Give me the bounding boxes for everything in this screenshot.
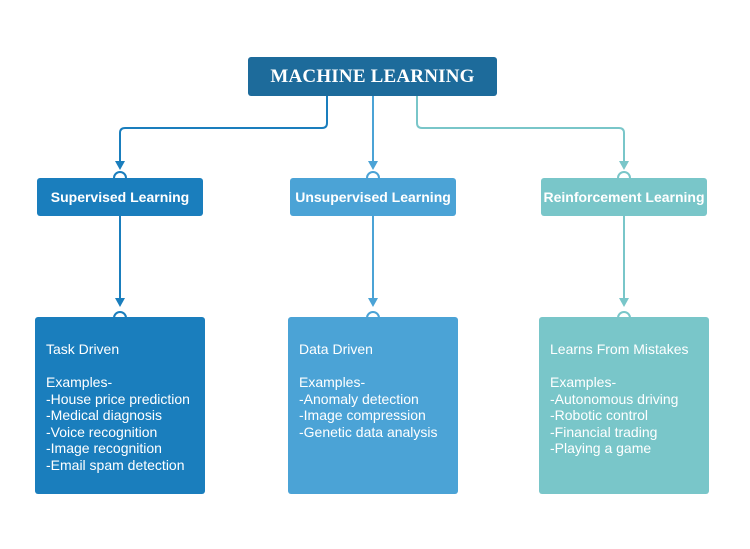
card-unsupervised: Data Driven Examples- -Anomaly detection… (288, 317, 458, 494)
arrowhead-supervised-card (115, 298, 125, 307)
card-examples-heading: Examples- (299, 374, 366, 390)
card-examples-heading: Examples- (550, 374, 617, 390)
arrowhead-supervised (115, 161, 125, 170)
card-spacer (46, 358, 205, 375)
card-examples-heading: Examples- (46, 374, 113, 390)
category-reinforcement: Reinforcement Learning (541, 178, 707, 216)
card-spacer (550, 358, 709, 375)
card-supervised: Task Driven Examples- -House price predi… (35, 317, 205, 494)
example-item: -Email spam detection (46, 456, 185, 473)
card-driver: Task Driven (46, 341, 120, 357)
example-item: -Medical diagnosis (46, 407, 162, 423)
example-item: -Anomaly detection (299, 390, 419, 407)
example-item: -Image compression (299, 407, 426, 423)
root-node-title: MACHINE LEARNING (248, 57, 497, 96)
example-item: -Playing a game (550, 440, 652, 456)
example-item: -Autonomous driving (550, 390, 679, 407)
arrowhead-reinforcement-card (619, 298, 629, 307)
arrowhead-unsupervised (368, 161, 378, 170)
card-reinforcement: Learns From Mistakes Examples- -Autonomo… (539, 317, 709, 494)
card-driver: Learns From Mistakes (550, 341, 689, 357)
category-supervised: Supervised Learning (37, 178, 203, 216)
category-unsupervised: Unsupervised Learning (290, 178, 456, 216)
arrowhead-unsupervised-card (368, 298, 378, 307)
card-spacer (299, 358, 458, 375)
example-item: -Financial trading (550, 423, 658, 440)
card-driver: Data Driven (299, 341, 373, 357)
example-item: -Voice recognition (46, 423, 158, 440)
example-item: -House price prediction (46, 390, 190, 407)
example-item: -Image recognition (46, 440, 162, 456)
connector-root-supervised (119, 96, 328, 163)
arrowhead-reinforcement (619, 161, 629, 170)
example-item: -Genetic data analysis (299, 423, 438, 440)
example-item: -Robotic control (550, 407, 649, 423)
connector-root-reinforcement (416, 96, 625, 163)
